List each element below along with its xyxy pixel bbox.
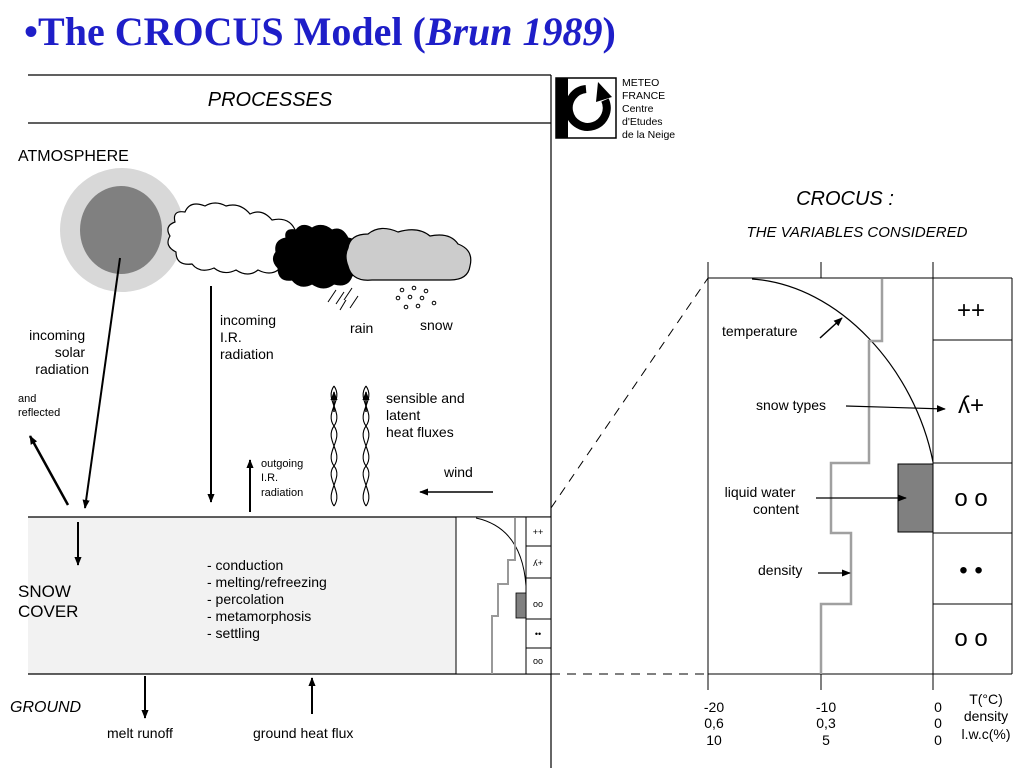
mini-symbol: oo xyxy=(533,656,543,666)
variables-panel: CROCUS : THE VARIABLES CONSIDERED xyxy=(550,188,1013,748)
density-label: density xyxy=(758,562,802,578)
logo-text: METEO FRANCE Centre d'Etudes de la Neige xyxy=(622,77,675,141)
rain-icon xyxy=(327,287,359,311)
heat-flux-waves-icon xyxy=(330,385,370,507)
sun-icon xyxy=(80,186,162,274)
tick-label: 0 xyxy=(934,715,942,731)
mini-symbol: oo xyxy=(533,599,543,609)
axis-unit-label: T(°C) xyxy=(969,691,1003,707)
layer-symbol-5: o o xyxy=(954,625,987,652)
snow-types-pointer xyxy=(845,405,946,413)
tick-label: 0 xyxy=(934,699,942,715)
temperature-curve xyxy=(751,278,934,463)
mini-profile-inset: ++ ʎ+ oo •• oo xyxy=(455,516,552,675)
incoming-ir-label: incoming I.R. radiation xyxy=(220,312,280,362)
ground-heat-flux-label: ground heat flux xyxy=(253,725,353,741)
slide-title: •The CROCUS Model (Brun 1989) xyxy=(24,10,616,54)
tick-label: 0,6 xyxy=(704,715,724,731)
sensible-latent-label: sensible and latent heat fluxes xyxy=(386,390,469,440)
snow-cover-label: SNOW COVER xyxy=(18,582,78,621)
tick-label: 5 xyxy=(822,732,830,748)
atmosphere-label: ATMOSPHERE xyxy=(18,148,129,165)
layer-dividers xyxy=(933,339,1012,605)
temperature-pointer xyxy=(819,317,843,339)
snow-types-label: snow types xyxy=(756,397,826,413)
temperature-label: temperature xyxy=(722,323,798,339)
tick-label: -10 xyxy=(816,699,836,715)
processes-panel: PROCESSES ATMOSPHERE rain xyxy=(10,74,552,768)
layer-symbol-2: ʎ+ xyxy=(958,392,984,419)
logo-swirl-icon xyxy=(564,85,611,131)
axis-unit-label: density xyxy=(964,708,1008,724)
reflected-radiation-arrow xyxy=(28,435,70,506)
variables-subtitle: THE VARIABLES CONSIDERED xyxy=(747,224,968,241)
axis-tick-labels: -20 0,6 10 -10 0,3 5 0 0 0 T(°C) density… xyxy=(704,691,1011,748)
wind-label: wind xyxy=(443,464,473,480)
mini-symbol: ʎ+ xyxy=(533,558,543,568)
mini-symbol: •• xyxy=(535,629,541,639)
processes-header: PROCESSES xyxy=(208,89,333,111)
outgoing-ir-label: outgoing I.R. radiation xyxy=(261,458,306,499)
title-main: The CROCUS Model ( xyxy=(38,9,426,54)
meteo-france-logo: METEO FRANCE Centre d'Etudes de la Neige xyxy=(555,77,675,141)
snow-label: snow xyxy=(420,317,454,333)
solar-radiation-arrow xyxy=(82,257,121,509)
logo-bar xyxy=(556,78,568,138)
crocus-heading: CROCUS : xyxy=(796,188,894,210)
dark-cloud-icon xyxy=(272,224,363,289)
tick-label: 0 xyxy=(934,732,942,748)
liquid-water-label: liquid water content xyxy=(725,484,800,517)
layer-symbol-1: ++ xyxy=(957,297,985,324)
title-author: Brun 1989 xyxy=(425,9,603,54)
reflected-label: and reflected xyxy=(18,393,60,419)
snow-flakes-icon xyxy=(395,285,437,310)
layer-symbol-3: o o xyxy=(954,485,987,512)
incoming-solar-label: incoming solar radiation xyxy=(29,327,89,377)
layer-symbol-4: • • xyxy=(959,557,982,584)
title-close: ) xyxy=(602,9,616,54)
logo-arrow-icon xyxy=(596,82,612,102)
density-profile xyxy=(819,279,884,674)
title-bullet: • xyxy=(24,9,39,54)
tick-label: 10 xyxy=(706,732,722,748)
rain-label: rain xyxy=(350,320,373,336)
snow-cover-region xyxy=(28,517,456,674)
ground-label: GROUND xyxy=(10,699,82,716)
tick-label: -20 xyxy=(704,699,724,715)
axis-unit-label: l.w.c(%) xyxy=(962,726,1011,742)
tick-label: 0,3 xyxy=(816,715,836,731)
layer-symbols: ++ ʎ+ o o • • o o xyxy=(954,297,987,652)
zoom-connector-top xyxy=(550,277,709,509)
mini-symbol: ++ xyxy=(533,527,544,537)
grey-cloud-icon xyxy=(345,227,472,281)
melt-runoff-label: melt runoff xyxy=(107,725,173,741)
processes-list: - conduction - melting/refreezing - perc… xyxy=(207,557,331,641)
